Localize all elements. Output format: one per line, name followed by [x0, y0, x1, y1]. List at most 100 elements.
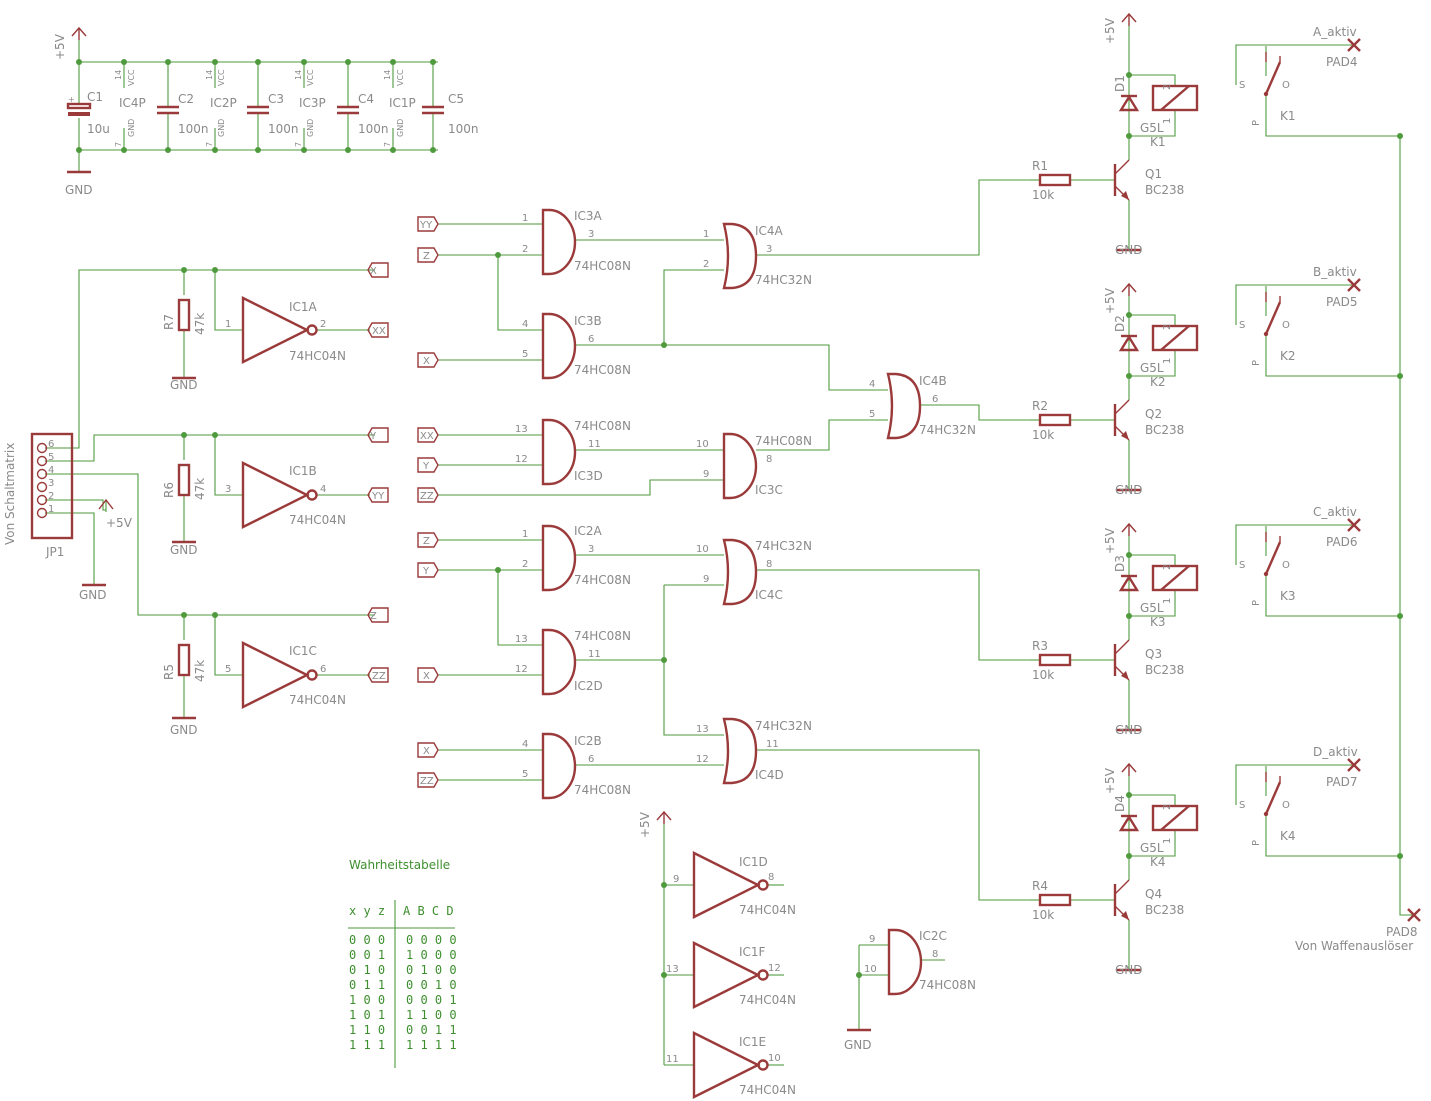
- label-n6: 6: [48, 439, 54, 450]
- label-k3: K3: [1280, 589, 1296, 603]
- port-zz3: [417, 772, 439, 788]
- label-gnd: GND: [170, 543, 198, 557]
- inverter-ic1b: [241, 461, 310, 529]
- truth-table-row-output: 1 1 0 0: [406, 1008, 457, 1022]
- jp1-pin-4: [36, 468, 48, 480]
- wire: [1235, 764, 1354, 805]
- label-n1: 1: [1162, 118, 1173, 124]
- label-hc08: 74HC08N: [574, 259, 631, 273]
- junction-dot: [661, 882, 667, 888]
- label-n1: 1: [48, 504, 54, 515]
- junction-dot: [430, 59, 436, 65]
- label-waffen: Von Waffenauslöser: [1295, 939, 1413, 953]
- label-r4: R4: [1032, 879, 1048, 893]
- label-n6: 6: [588, 334, 594, 345]
- label-hc08: 74HC08N: [919, 978, 976, 992]
- label-k1: K1: [1280, 109, 1296, 123]
- jp1-pin-1: [36, 507, 48, 519]
- inverter-ic1c: [241, 641, 310, 709]
- label-pad4: PAD4: [1326, 55, 1358, 69]
- relay-coil-k2: [1160, 325, 1190, 351]
- wire: [78, 40, 438, 63]
- transistor-q3: [1121, 671, 1129, 680]
- port-yy: [417, 216, 439, 232]
- label-yy: YY: [371, 491, 385, 502]
- label-bc238: BC238: [1145, 903, 1184, 917]
- jp1-pin-2: [36, 494, 48, 506]
- label-n2: 2: [522, 559, 528, 570]
- label-n1: 1: [1162, 358, 1173, 364]
- junction-dot: [255, 147, 261, 153]
- label-gnd: GND: [1115, 723, 1143, 737]
- truth-table-row-input: 0 1 0: [349, 963, 385, 977]
- label-x: X: [423, 356, 430, 367]
- wire: [1129, 110, 1176, 137]
- label-z: Z: [423, 251, 430, 262]
- label-plus: +: [68, 95, 75, 104]
- wire: [497, 570, 543, 646]
- label-n9: 9: [673, 874, 679, 885]
- label-n3: 3: [225, 484, 231, 495]
- label-pad6: PAD6: [1326, 535, 1358, 549]
- label-c2: C2: [178, 92, 194, 106]
- label-ic1f: IC1F: [739, 945, 766, 959]
- wire: [1129, 350, 1176, 377]
- label-d4: D4: [1113, 795, 1127, 812]
- label-n3: 3: [48, 478, 54, 489]
- diode-k3: [1118, 574, 1140, 592]
- label-yy: YY: [419, 220, 433, 231]
- resistor-r1: [1038, 173, 1072, 187]
- resistor-r5: [177, 643, 191, 677]
- pad-pad4: [1347, 38, 1361, 52]
- label-r7: R7: [162, 314, 176, 330]
- label-bc238: BC238: [1145, 663, 1184, 677]
- wire: [45, 512, 95, 585]
- label-n10: 10: [768, 1053, 781, 1064]
- wire: [756, 419, 888, 451]
- label-p5v: +5V: [106, 516, 133, 530]
- wire: [214, 435, 243, 496]
- junction-dot: [301, 59, 307, 65]
- diode-k2: [1118, 334, 1140, 352]
- transistor-q2: [1121, 431, 1129, 440]
- label-n5: 5: [522, 769, 528, 780]
- label-p5v: +5V: [53, 33, 67, 60]
- label-n12: 12: [696, 754, 709, 765]
- label-hc04: 74HC04N: [739, 993, 796, 1007]
- port-yy: [367, 487, 389, 503]
- port-y2: [417, 562, 439, 578]
- transistor-q1: [1121, 191, 1129, 200]
- label-p: P: [1251, 360, 1262, 366]
- label-r10k: 10k: [1032, 428, 1054, 442]
- label-y: Y: [369, 431, 377, 442]
- wire: [756, 749, 1030, 901]
- label-n10: 10: [696, 544, 709, 555]
- relay-switch-k2: [1263, 331, 1269, 337]
- transistor-q2: [1114, 399, 1130, 415]
- label-n10: 10: [696, 439, 709, 450]
- relay-coil-k3: [1151, 564, 1199, 592]
- inverter-ic1c-bubble: [306, 669, 318, 681]
- wire: [1265, 94, 1400, 137]
- label-n9: 9: [703, 574, 709, 585]
- label-c5: C5: [448, 92, 464, 106]
- transistor-q1: [1114, 159, 1130, 175]
- label-ic4d: IC4D: [755, 768, 784, 782]
- label-n9: 9: [703, 469, 709, 480]
- label-hc04: 74HC04N: [289, 349, 346, 363]
- label-n2: 2: [320, 319, 326, 330]
- label-gnd: GND: [79, 588, 107, 602]
- label-n3: 3: [588, 229, 594, 240]
- wire: [1129, 830, 1176, 857]
- label-hc04: 74HC04N: [739, 1083, 796, 1097]
- port-xx: [417, 427, 439, 443]
- label-n8: 8: [768, 872, 774, 883]
- junction-dot: [165, 147, 171, 153]
- label-n14: 14: [383, 70, 392, 80]
- junction-dot: [495, 252, 501, 258]
- label-gnd: GND: [127, 119, 136, 137]
- truth-table-row-output: 0 0 0 1: [406, 993, 457, 1007]
- label-n14: 14: [205, 70, 214, 80]
- truth-table-row-output: 0 0 1 0: [406, 978, 457, 992]
- wire: [1129, 314, 1176, 326]
